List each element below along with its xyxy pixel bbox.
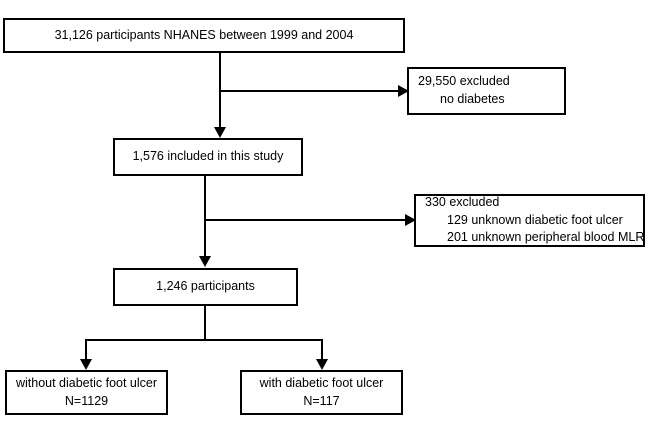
node-excluded-no-diabetes: 29,550 excluded no diabetes bbox=[407, 67, 566, 115]
arrowhead-to-included bbox=[214, 127, 226, 138]
node-included-population: 1,576 included in this study bbox=[113, 138, 303, 176]
arrowhead-to-analyzed bbox=[199, 256, 211, 267]
node-group-without-ulcer: without diabetic foot ulcer N=1129 bbox=[5, 370, 168, 415]
node-analyzed-population: 1,246 participants bbox=[113, 268, 298, 306]
connector-split-left-drop bbox=[85, 339, 87, 363]
node-excluded-unknown: 330 excluded 129 unknown diabetic foot u… bbox=[414, 194, 645, 247]
node-excluded-unknown-line-1: 330 excluded bbox=[425, 194, 500, 209]
connector-split-right-drop bbox=[321, 339, 323, 363]
node-group-with-line-2: N=117 bbox=[303, 393, 340, 408]
arrowhead-to-group-with bbox=[316, 359, 328, 370]
node-group-without-line-2: N=1129 bbox=[64, 393, 109, 408]
connector-split-bar bbox=[85, 339, 323, 341]
arrowhead-to-excluded-unknown bbox=[405, 214, 416, 226]
node-source-line-1: 31,126 participants NHANES between 1999 … bbox=[54, 27, 354, 42]
connector-source-branch-right bbox=[219, 90, 400, 92]
connector-included-stem bbox=[204, 176, 206, 261]
arrowhead-to-excluded-no-diabetes bbox=[398, 85, 409, 97]
node-excluded-no-diabetes-line-1: 29,550 excluded bbox=[418, 74, 510, 89]
node-excluded-unknown-line-2: 129 unknown diabetic foot ulcer bbox=[447, 212, 623, 227]
connector-source-stem bbox=[219, 53, 221, 136]
connector-split-stem bbox=[204, 306, 206, 341]
node-group-with-line-1: with diabetic foot ulcer bbox=[259, 375, 384, 390]
node-group-with-ulcer: with diabetic foot ulcer N=117 bbox=[240, 370, 403, 415]
node-excluded-no-diabetes-line-2: no diabetes bbox=[440, 92, 505, 106]
node-excluded-unknown-line-3: 201 unknown peripheral blood MLR bbox=[447, 230, 645, 245]
connector-included-branch-right bbox=[204, 219, 407, 221]
node-analyzed-line-1: 1,246 participants bbox=[156, 279, 255, 294]
node-included-line-1: 1,576 included in this study bbox=[132, 149, 284, 164]
node-group-without-line-1: without diabetic foot ulcer bbox=[15, 375, 158, 390]
arrowhead-to-group-without bbox=[80, 359, 92, 370]
node-source-population: 31,126 participants NHANES between 1999 … bbox=[3, 18, 405, 53]
